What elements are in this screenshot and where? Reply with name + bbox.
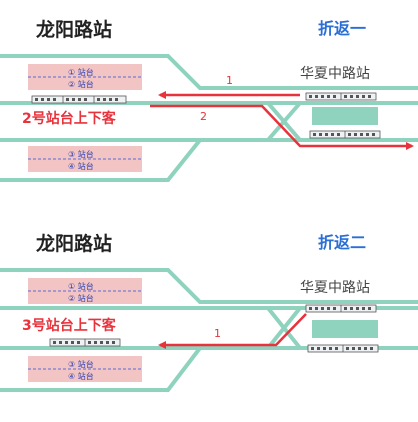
train <box>49 338 121 347</box>
route-label: 1 <box>226 74 233 87</box>
route-arrow <box>158 313 307 349</box>
platform-label: ① 站台 <box>68 67 94 77</box>
track-line <box>0 138 202 182</box>
train <box>309 130 381 139</box>
platform-label: ② 站台 <box>68 79 94 89</box>
terminal-platform <box>312 320 378 338</box>
platform-label: ④ 站台 <box>68 371 94 381</box>
route-label: 2 <box>200 110 207 123</box>
route-arrow <box>150 104 414 150</box>
platform-label: ④ 站台 <box>68 161 94 171</box>
panel-1: 龙阳路站 折返一 华夏中路站 ① 站台 ② 站台 ③ 站台 ④ 站台 <box>0 18 418 182</box>
terminal-platform <box>312 107 378 125</box>
track-line <box>266 101 302 142</box>
train <box>305 92 377 101</box>
station-title: 龙阳路站 <box>36 232 112 255</box>
train <box>305 304 377 313</box>
track-line <box>0 268 418 304</box>
train <box>31 95 127 104</box>
callout: 2号站台上下客 <box>22 110 117 127</box>
platform-label: ② 站台 <box>68 293 94 303</box>
platform-label: ③ 站台 <box>68 149 94 159</box>
track-line <box>266 306 302 350</box>
track-line <box>0 54 418 90</box>
station-title: 龙阳路站 <box>36 18 112 41</box>
panel-2: 龙阳路站 折返二 华夏中路站 ① 站台 ② 站台 ③ 站台 ④ 站台 <box>0 232 418 392</box>
platform-label: ③ 站台 <box>68 359 94 369</box>
terminal-label: 华夏中路站 <box>300 66 370 82</box>
terminal-label: 华夏中路站 <box>300 280 370 296</box>
route-label: 1 <box>214 327 221 340</box>
mode-label: 折返二 <box>318 233 366 252</box>
callout: 3号站台上下客 <box>22 317 117 334</box>
track-line <box>0 346 202 392</box>
mode-label: 折返一 <box>318 19 366 38</box>
train <box>307 344 379 353</box>
platform-label: ① 站台 <box>68 281 94 291</box>
